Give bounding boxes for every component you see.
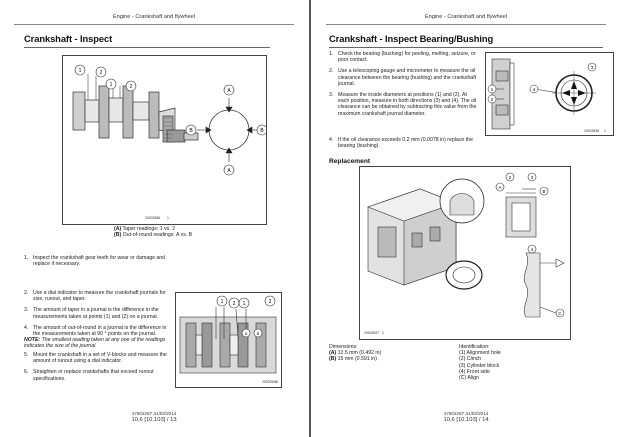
step-item: 1.Inspect the crankshaft gear teeth for … xyxy=(24,255,166,268)
dimensions-title: Dimensions: xyxy=(329,344,358,350)
callout-1: 1 xyxy=(221,299,224,305)
identification-item: (4) Front side xyxy=(459,368,490,375)
note-text: NOTE: The smallest reading taken at any … xyxy=(24,337,166,350)
figure-captions: (A) Taper readings: 1 vs. 2 (B) Out-of-r… xyxy=(114,226,284,238)
callout-1: 1 xyxy=(79,68,82,74)
title-rule xyxy=(329,47,603,48)
figure-code: 20003598 xyxy=(584,129,600,133)
page-divider xyxy=(309,0,311,437)
header-rule xyxy=(14,24,294,25)
step-item: 2.Use a dial indicator to measure the cr… xyxy=(24,290,166,303)
callout-c: C xyxy=(558,311,562,316)
crankshaft-drawing: 1 2 1 2 A A B B xyxy=(72,64,268,176)
running-header: Engine - Crankshaft and flywheel xyxy=(424,14,508,20)
callout-a: A xyxy=(498,185,501,190)
dial-indicator-drawing: 1 2 1 2 A B xyxy=(179,295,277,374)
bushing-replacement-figure: A 2 3 B 4 C 20003597 2 xyxy=(359,166,571,340)
crankshaft-taper-figure: 1 2 1 2 A A B B 20003586 1 xyxy=(62,55,268,225)
figure-index: 1 xyxy=(167,216,169,220)
figure-code: 20003588 xyxy=(262,380,278,384)
figure-code: 20003586 xyxy=(145,216,161,220)
step-item: 4.The amount of out-of-round in a journa… xyxy=(24,324,167,338)
callout-2: 2 xyxy=(100,70,103,76)
header-rule xyxy=(326,24,606,25)
replacement-heading: Replacement xyxy=(329,158,371,165)
callout-a: A xyxy=(245,331,248,336)
callout-a-top: A xyxy=(227,88,231,94)
step-item: 5.Mount the crankshaft in a set of V-blo… xyxy=(24,352,167,365)
step-list-1: 1.Inspect the crankshaft gear teeth for … xyxy=(24,255,170,272)
section-title: Crankshaft - Inspect Bearing/Bushing xyxy=(329,33,494,44)
identification-item: (2) Clinch xyxy=(459,356,482,363)
step-list-1: 1.Check the bearing (bushing) for peelin… xyxy=(329,51,479,122)
manual-page-left: Engine - Crankshaft and flywheel Cranksh… xyxy=(0,0,308,437)
bushing-measure-figure: 1 2 4 3 20003598 1 xyxy=(485,52,614,136)
identification-item: (C) Align xyxy=(459,375,479,382)
callout-2b: 2 xyxy=(269,299,272,305)
caption-b: (B) Out-of-round readings: A vs. B xyxy=(114,232,193,239)
callout-2: 2 xyxy=(491,97,494,102)
step-list-2: 2.Use a dial indicator to measure the cr… xyxy=(24,290,172,342)
page-footer: 47602257 31/03/2014 10.6 [10.103] / 13 xyxy=(131,411,177,423)
step-item: 2.Use a telescoping gauge and micrometer… xyxy=(329,68,477,87)
callout-2: 2 xyxy=(233,301,236,307)
callout-b: B xyxy=(542,189,545,194)
identification-title: Identification: xyxy=(459,344,490,350)
step-item: 3.The amount of taper in a journal is th… xyxy=(24,307,159,320)
callout-b-left: B xyxy=(189,128,193,134)
callout-1b: 1 xyxy=(110,82,113,88)
callout-2b: 2 xyxy=(130,84,133,90)
running-header: Engine - Crankshaft and flywheel xyxy=(112,14,196,20)
section-title: Crankshaft - Inspect xyxy=(24,33,113,44)
title-rule xyxy=(24,47,270,48)
runout-measure-figure: 1 2 1 2 A B 20003588 2 xyxy=(175,292,282,388)
dimension-b: (B) 15 mm (0.591 in) xyxy=(329,356,377,363)
callout-b: B xyxy=(257,331,260,336)
figure-index: 1 xyxy=(604,129,606,133)
callout-3: 3 xyxy=(591,65,594,70)
caption-a: (A) Taper readings: 1 vs. 2 xyxy=(114,226,176,232)
step-list-2: 4.If the oil clearance exceeds 0.2 mm (0… xyxy=(329,137,479,154)
figure-index: 2 xyxy=(382,331,384,335)
manual-page-right: Engine - Crankshaft and flywheel Cranksh… xyxy=(312,0,620,437)
figure-index: 2 xyxy=(276,380,278,384)
callout-2: 2 xyxy=(509,175,512,180)
step-item: 3.Measure the inside diameters at positi… xyxy=(329,92,477,117)
dimension-a: (A) 12.5 mm (0.492 in) xyxy=(329,350,382,357)
callout-b-right: B xyxy=(260,128,264,134)
page-footer: 47602257 31/03/2014 10.6 [10.103] / 14 xyxy=(443,411,489,423)
callout-1: 1 xyxy=(491,87,494,92)
step-item: 1.Check the bearing (bushing) for peelin… xyxy=(329,51,476,64)
identification-item: (3) Cylinder block xyxy=(459,362,500,369)
callout-a-bottom: A xyxy=(227,168,231,174)
step-item: 4.If the oil clearance exceeds 0.2 mm (0… xyxy=(329,137,473,150)
step-list-3: 5.Mount the crankshaft in a set of V-blo… xyxy=(24,352,172,387)
identification-item: (1) Alignment hole xyxy=(459,350,501,357)
dimensions-block: Dimensions: (A) 12.5 mm (0.492 in) (B) 1… xyxy=(329,344,439,363)
identification-block: Identification: (1) Alignment hole (2) C… xyxy=(459,344,569,381)
journal-cross-section xyxy=(208,109,250,151)
callout-3: 3 xyxy=(531,175,534,180)
callout-1b: 1 xyxy=(243,301,246,307)
figure-code: 20003597 xyxy=(364,331,380,335)
callout-4: 4 xyxy=(531,247,534,252)
step-item: 6.Straighten or replace crankshafts that… xyxy=(24,369,154,382)
bushing-drawing: 1 2 4 3 xyxy=(487,58,597,130)
callout-4: 4 xyxy=(533,87,536,92)
replacement-drawing: A 2 3 B 4 C xyxy=(367,172,565,318)
